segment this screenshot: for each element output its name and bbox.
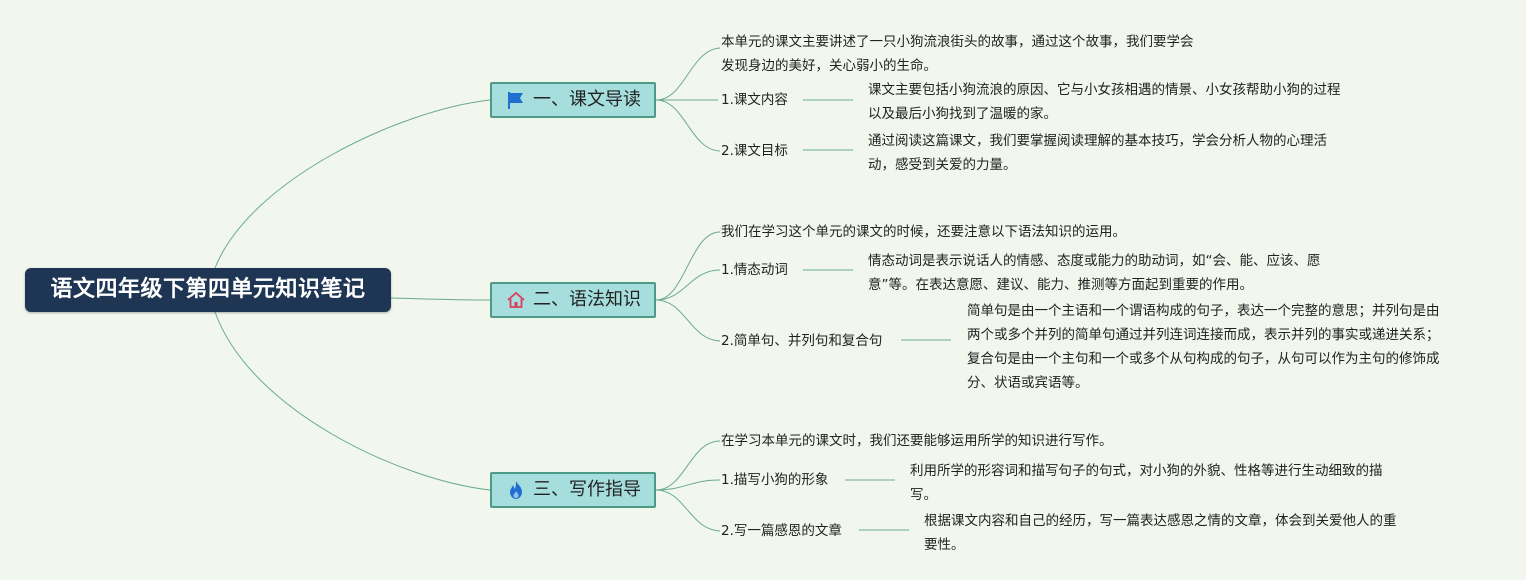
connector-root-branch3	[214, 311, 491, 491]
branch-3-item-1-label[interactable]: 1.描写小狗的形象	[721, 472, 829, 488]
branch-2-summary: 我们在学习这个单元的课文的时候，还要注意以下语法知识的运用。	[721, 224, 1126, 240]
branch-1-item-1-detail: 课文主要包括小狗流浪的原因、它与小女孩相遇的情景、小女孩帮助小狗的过程 以及最后…	[868, 82, 1341, 122]
branch-label: 三、写作指导	[533, 479, 641, 500]
branch-2-item-1-detail: 情态动词是表示说话人的情感、态度或能力的助动词，如“会、能、应该、愿 意”等。在…	[868, 253, 1321, 293]
root-node[interactable]: 语文四年级下第四单元知识笔记	[25, 268, 391, 312]
branch-1-item-1-label[interactable]: 1.课文内容	[721, 92, 788, 108]
branch-1-item-2-label[interactable]: 2.课文目标	[721, 143, 788, 159]
branch-label: 二、语法知识	[533, 289, 641, 310]
connector-root-branch1	[214, 99, 491, 269]
branch-2-item-2-detail: 简单句是由一个主语和一个谓语构成的句子，表达一个完整的意思；并列句是由 两个或多…	[967, 303, 1440, 391]
branch-2-item-1-label[interactable]: 1.情态动词	[721, 262, 788, 278]
branch-3-item-2-label[interactable]: 2.写一篇感恩的文章	[721, 523, 842, 539]
home-icon	[505, 289, 527, 311]
branch-1-item-2-detail: 通过阅读这篇课文，我们要掌握阅读理解的基本技巧，学会分析人物的心理活 动，感受到…	[868, 133, 1327, 173]
branch-2-item-2-label[interactable]: 2.简单句、并列句和复合句	[721, 333, 883, 349]
branch-1-summary: 本单元的课文主要讲述了一只小狗流浪街头的故事，通过这个故事，我们要学会 发现身边…	[721, 34, 1194, 74]
connector-root-branch2	[390, 297, 491, 301]
branch-node-3[interactable]: 三、写作指导	[490, 472, 656, 508]
branch-node-2[interactable]: 二、语法知识	[490, 282, 656, 318]
branch-3-item-2-detail: 根据课文内容和自己的经历，写一篇表达感恩之情的文章，体会到关爱他人的重 要性。	[924, 513, 1397, 553]
fire-icon	[505, 479, 527, 501]
flag-icon	[505, 89, 527, 111]
branch-3-item-1-detail: 利用所学的形容词和描写句子的句式，对小狗的外貌、性格等进行生动细致的描 写。	[910, 463, 1383, 503]
branch-label: 一、课文导读	[533, 89, 641, 110]
branch-node-1[interactable]: 一、课文导读	[490, 82, 656, 118]
branch-3-summary: 在学习本单元的课文时，我们还要能够运用所学的知识进行写作。	[721, 433, 1113, 449]
